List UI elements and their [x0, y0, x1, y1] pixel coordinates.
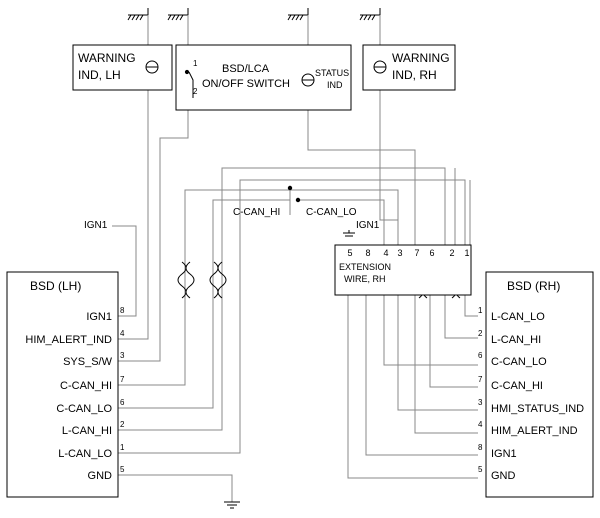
extension-pin-number: 7	[414, 248, 419, 258]
switch-pin1: 1	[193, 59, 198, 68]
extension-pin-number: 6	[429, 248, 434, 258]
bsd-lh-pin-number: 7	[120, 375, 125, 384]
extension-pin-number: 8	[365, 248, 370, 258]
status-label-line2: IND	[327, 80, 343, 90]
bsd-lh-pin-number: 3	[120, 351, 125, 360]
bsd-lh-title: BSD (LH)	[30, 279, 81, 293]
warning-rh-line1: WARNING	[392, 51, 450, 65]
warning-indicator-rh: WARNING IND, RH	[362, 44, 456, 91]
switch-line2: ON/OFF SWITCH	[202, 78, 290, 90]
ground-icon	[287, 8, 309, 21]
ground-icon	[127, 8, 149, 21]
extension-line1: EXTENSION	[339, 262, 391, 272]
bsd-rh-pin-label: C-CAN_LO	[491, 356, 547, 368]
bsd-lh-pin-label: HIM_ALERT_IND	[25, 334, 112, 346]
bsd-rh-pin-label: GND	[491, 470, 516, 482]
bsd-lh-pin-label: SYS_S/W	[63, 356, 113, 368]
ign1-ext-label: IGN1	[356, 220, 380, 231]
ground-icon	[343, 230, 355, 237]
bsd-rh-pin-label: IGN1	[491, 448, 517, 460]
bsd-rh-pin-number: 8	[478, 443, 483, 452]
extension-pin-number: 2	[449, 248, 454, 258]
wires	[112, 15, 478, 502]
warning-lh-line1: WARNING	[78, 51, 136, 65]
bsd-lh-pin-label: C-CAN_HI	[60, 380, 112, 392]
lamp-icon	[373, 60, 387, 74]
bsd-lh-pin-number: 1	[120, 443, 125, 452]
ground-icon	[224, 501, 240, 509]
bsd-rh-pin-label: HIM_ALERT_IND	[491, 425, 578, 437]
switch-contact-icon	[184, 69, 194, 98]
bsd-rh-pin-number: 2	[478, 329, 483, 338]
bsd-rh-pin-label: C-CAN_HI	[491, 380, 543, 392]
bsd-lh-pin-number: 4	[120, 329, 125, 338]
bsd-rh-pin-number: 7	[478, 375, 483, 384]
warning-rh-line2: IND, RH	[392, 68, 437, 82]
status-label-line1: STATUS	[315, 68, 349, 78]
bsd-lh-pin-number: 5	[120, 465, 125, 474]
bsd-lh-pin-number: 8	[120, 306, 125, 315]
warning-indicator-lh: WARNING IND, LH	[72, 44, 173, 91]
extension-pin-number: 4	[383, 248, 388, 258]
bsd-rh-pin-number: 4	[478, 420, 483, 429]
bsd-rh-pin-number: 1	[478, 306, 483, 315]
bsd-lh-pin-label: C-CAN_LO	[56, 403, 112, 415]
warning-lh-line2: IND, LH	[78, 68, 121, 82]
extension-line2: WIRE, RH	[344, 274, 386, 284]
splice-cclo-label: C-CAN_LO	[306, 207, 357, 218]
splice-cchi-label: C-CAN_HI	[233, 207, 280, 218]
bsd-rh-pins: L-CAN_LO 1L-CAN_HI 2C-CAN_LO 6C-CAN_HI 7HMI_…	[478, 306, 584, 482]
bsd-lh-pin-number: 6	[120, 398, 125, 407]
top-ground-symbols	[127, 8, 381, 21]
bsd-rh-pin-label: L-CAN_LO	[491, 311, 545, 323]
bsd-rh-pin-number: 5	[478, 465, 483, 474]
bsd-lh-pin-label: GND	[88, 470, 113, 482]
bsd-rh-pin-number: 3	[478, 398, 483, 407]
bsd-lca-switch: BSD/LCA ON/OFF SWITCH 1 2 STATUS IND	[175, 44, 352, 111]
status-lamp-icon	[301, 73, 315, 87]
extension-pin-number: 3	[397, 248, 402, 258]
bsd-rh-title: BSD (RH)	[507, 279, 560, 293]
bsd-rh-pin-label: HMI_STATUS_IND	[491, 403, 584, 415]
lamp-icon	[145, 60, 159, 74]
bsd-rh-pin-number: 6	[478, 351, 483, 360]
extension-pin-number: 1	[464, 248, 469, 258]
bsd-rh-module: BSD (RH) L-CAN_LO 1L-CAN_HI 2C-CAN_LO 6C-CA…	[478, 271, 594, 498]
extension-pin-number: 5	[347, 248, 352, 258]
switch-line1: BSD/LCA	[222, 63, 270, 75]
bsd-lh-pin-label: IGN1	[86, 311, 112, 323]
bsd-lh-pin-number: 2	[120, 420, 125, 429]
bsd-lh-pin-label: L-CAN_HI	[62, 425, 112, 437]
bsd-lh-pin-label: L-CAN_LO	[58, 448, 112, 460]
bsd-rh-pin-label: L-CAN_HI	[491, 334, 541, 346]
switch-pin2: 2	[193, 87, 198, 96]
ign1-label: IGN1	[84, 220, 108, 231]
ground-icon	[167, 8, 189, 21]
ground-icon	[359, 8, 381, 21]
